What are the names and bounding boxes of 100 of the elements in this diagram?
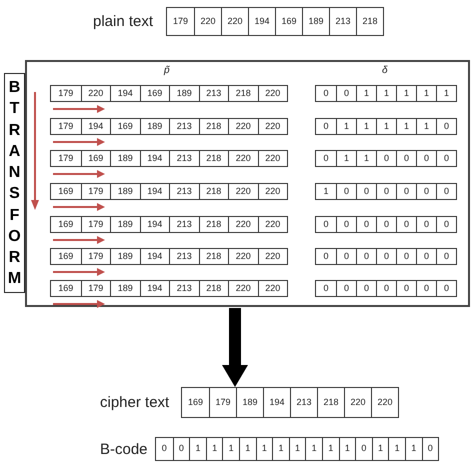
table-cell: 0 bbox=[436, 184, 456, 199]
table-cell: 1 bbox=[404, 438, 422, 460]
table-cell: 194 bbox=[248, 8, 275, 35]
table-cell: 179 bbox=[80, 217, 110, 232]
table-cell-text: 169 bbox=[57, 184, 74, 198]
table-cell: 0 bbox=[436, 249, 456, 264]
table-cell: 194 bbox=[110, 86, 140, 101]
table-cell: 0 bbox=[416, 249, 436, 264]
table-cell: 0 bbox=[416, 184, 436, 199]
table-cell: 213 bbox=[169, 249, 198, 264]
table-cell: 169 bbox=[110, 119, 140, 134]
table-cell-text: 0 bbox=[322, 250, 330, 263]
table-cell: 213 bbox=[329, 8, 356, 35]
table-cell: 194 bbox=[140, 217, 169, 232]
table-cell: 213 bbox=[169, 281, 198, 296]
table-cell: 1 bbox=[238, 438, 256, 460]
table-cell: 220 bbox=[228, 151, 258, 166]
table-cell-text: 0 bbox=[322, 152, 330, 165]
table-cell: 0 bbox=[336, 86, 356, 101]
table-cell: 0 bbox=[396, 249, 416, 264]
table-cell: 189 bbox=[140, 119, 169, 134]
table-cell: 194 bbox=[140, 184, 169, 199]
table-cell: 213 bbox=[169, 217, 198, 232]
table-cell: 218 bbox=[198, 151, 228, 166]
table-cell: 0 bbox=[376, 151, 396, 166]
table-cell: 194 bbox=[140, 249, 169, 264]
table-cell: 189 bbox=[110, 281, 140, 296]
table-cell: 1 bbox=[436, 86, 456, 101]
table-cell: 194 bbox=[140, 151, 169, 166]
table-cell: 220 bbox=[258, 281, 287, 296]
table-cell: 1 bbox=[288, 438, 306, 460]
table-cell: 189 bbox=[169, 86, 198, 101]
table-cell: 220 bbox=[258, 249, 287, 264]
table-cell: 213 bbox=[169, 151, 198, 166]
table-cell: 189 bbox=[302, 8, 329, 35]
table-cell: 218 bbox=[198, 281, 228, 296]
table-cell: 194 bbox=[80, 119, 110, 134]
table-cell: 1 bbox=[416, 119, 436, 134]
table-cell: 189 bbox=[110, 217, 140, 232]
table-cell: 0 bbox=[376, 249, 396, 264]
table-cell-text: 0 bbox=[322, 282, 330, 295]
table-cell: 218 bbox=[317, 388, 344, 417]
table-cell: 220 bbox=[228, 281, 258, 296]
vertical-label: B TRANSFORM bbox=[6, 78, 22, 290]
table-cell: 0 bbox=[376, 217, 396, 232]
row-label: B-code bbox=[100, 442, 148, 457]
table-cell: 1 bbox=[416, 86, 436, 101]
table-cell-text: 179 bbox=[57, 86, 74, 100]
table-cell: 0 bbox=[436, 217, 456, 232]
table-cell-text: 169 bbox=[57, 282, 74, 295]
table-cell: 218 bbox=[198, 119, 228, 134]
table-cell: 1 bbox=[305, 438, 322, 460]
table-cell: 179 bbox=[209, 388, 236, 417]
table-cell: 1 bbox=[256, 438, 272, 460]
table-cell: 0 bbox=[336, 281, 356, 296]
table-cell: 220 bbox=[228, 119, 258, 134]
table-cell-text: 179 bbox=[57, 120, 74, 133]
table-cell: 169 bbox=[80, 151, 110, 166]
table-cell: 1 bbox=[372, 438, 388, 460]
table-cell: 220 bbox=[258, 217, 287, 232]
table-cell: 220 bbox=[228, 249, 258, 264]
table-cell: 189 bbox=[110, 249, 140, 264]
table-cell: 0 bbox=[356, 217, 376, 232]
table-cell: 0 bbox=[356, 281, 376, 296]
table-cell-text: 169 bbox=[186, 396, 204, 409]
table-cell: 213 bbox=[290, 388, 317, 417]
table-cell: 220 bbox=[228, 217, 258, 232]
table-cell: 1 bbox=[222, 438, 239, 460]
table-cell: 1 bbox=[388, 438, 405, 460]
table-cell: 218 bbox=[198, 217, 228, 232]
column-header: p̃ bbox=[164, 66, 170, 76]
table-cell: 1 bbox=[396, 86, 416, 101]
table-cell-text: 179 bbox=[57, 152, 74, 165]
table-cell: 0 bbox=[436, 151, 456, 166]
row-label: plain text bbox=[93, 14, 154, 29]
table-cell: 169 bbox=[140, 86, 169, 101]
table-cell-text: 169 bbox=[57, 250, 74, 263]
table-cell-text: 0 bbox=[160, 442, 168, 456]
table-cell: 0 bbox=[416, 151, 436, 166]
table-cell-text: 0 bbox=[322, 120, 330, 133]
table-cell-text: 0 bbox=[322, 218, 330, 231]
table-cell: 0 bbox=[336, 217, 356, 232]
frame-box bbox=[25, 60, 470, 307]
table-cell: 0 bbox=[422, 438, 438, 460]
table-cell: 1 bbox=[336, 119, 356, 134]
table-cell: 218 bbox=[198, 184, 228, 199]
table-cell: 0 bbox=[355, 438, 372, 460]
table-cell: 179 bbox=[80, 281, 110, 296]
table-cell-text: 1 bbox=[322, 184, 330, 198]
table-cell: 218 bbox=[356, 8, 383, 35]
table-cell: 218 bbox=[228, 86, 258, 101]
table-cell: 1 bbox=[376, 86, 396, 101]
table-cell: 0 bbox=[336, 184, 356, 199]
table-cell: 179 bbox=[80, 184, 110, 199]
table-cell: 0 bbox=[376, 281, 396, 296]
table-cell: 0 bbox=[436, 119, 456, 134]
table-cell: 1 bbox=[356, 86, 376, 101]
table-cell: 0 bbox=[416, 281, 436, 296]
table-cell: 218 bbox=[198, 249, 228, 264]
table-cell: 0 bbox=[396, 184, 416, 199]
